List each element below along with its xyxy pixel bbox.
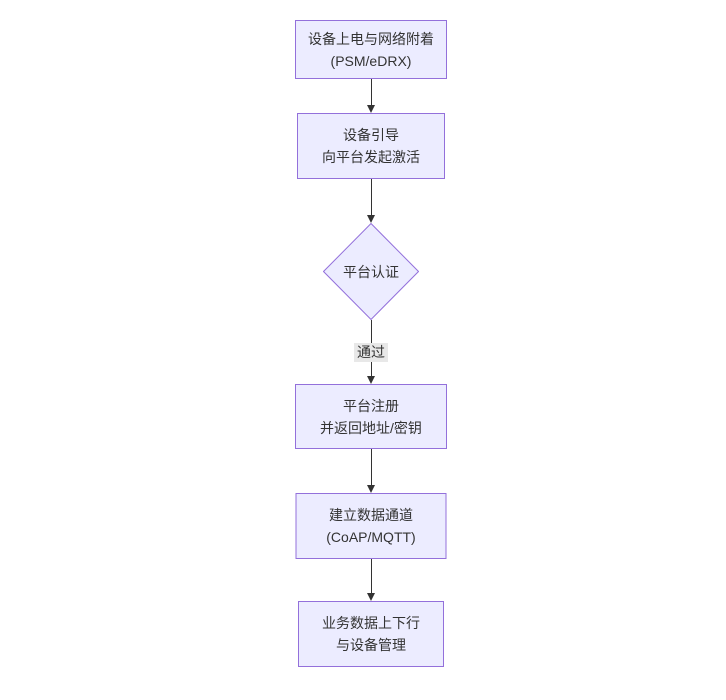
arrow-line (370, 179, 372, 215)
arrow-line (370, 79, 372, 105)
node-text-line: 设备上电与网络附着 (308, 30, 434, 47)
node-text-line: 与设备管理 (336, 637, 406, 653)
flow-node-power-attach: 设备上电与网络附着 (PSM/eDRX) (295, 20, 447, 79)
arrow-power-to-bootstrap (367, 79, 375, 113)
decision-node-platform-auth: 平台认证 (323, 223, 419, 320)
arrow-line (370, 559, 372, 593)
diamond-shape (323, 223, 419, 320)
arrowhead-down-icon (367, 105, 375, 113)
node-text-line: 业务数据上下行 (322, 615, 420, 631)
flow-node-bootstrap: 设备引导 向平台发起激活 (297, 113, 445, 179)
node-text-line: 建立数据通道 (329, 507, 413, 523)
node-text-line: 向平台发起激活 (322, 149, 420, 165)
arrow-line (370, 449, 372, 485)
decision-label: 平台认证 (343, 263, 399, 280)
node-text-line: (CoAP/MQTT) (326, 529, 416, 545)
node-text-line: 并返回地址/密钥 (320, 419, 422, 436)
edge-label-pass: 通过 (354, 343, 388, 362)
node-text-line: (PSM/eDRX) (330, 52, 412, 69)
arrow-register-to-channel (367, 449, 375, 493)
arrowhead-down-icon (367, 215, 375, 223)
flow-node-register: 平台注册 并返回地址/密钥 (295, 384, 447, 449)
arrowhead-down-icon (367, 485, 375, 493)
arrow-bootstrap-to-auth (367, 179, 375, 223)
arrowhead-down-icon (367, 376, 375, 384)
node-text-line: 设备引导 (343, 127, 399, 143)
flow-node-business-data: 业务数据上下行 与设备管理 (298, 601, 444, 667)
arrow-channel-to-business (367, 559, 375, 601)
flow-node-data-channel: 建立数据通道 (CoAP/MQTT) (295, 493, 447, 559)
arrowhead-down-icon (367, 593, 375, 601)
node-text-line: 平台注册 (343, 397, 399, 414)
